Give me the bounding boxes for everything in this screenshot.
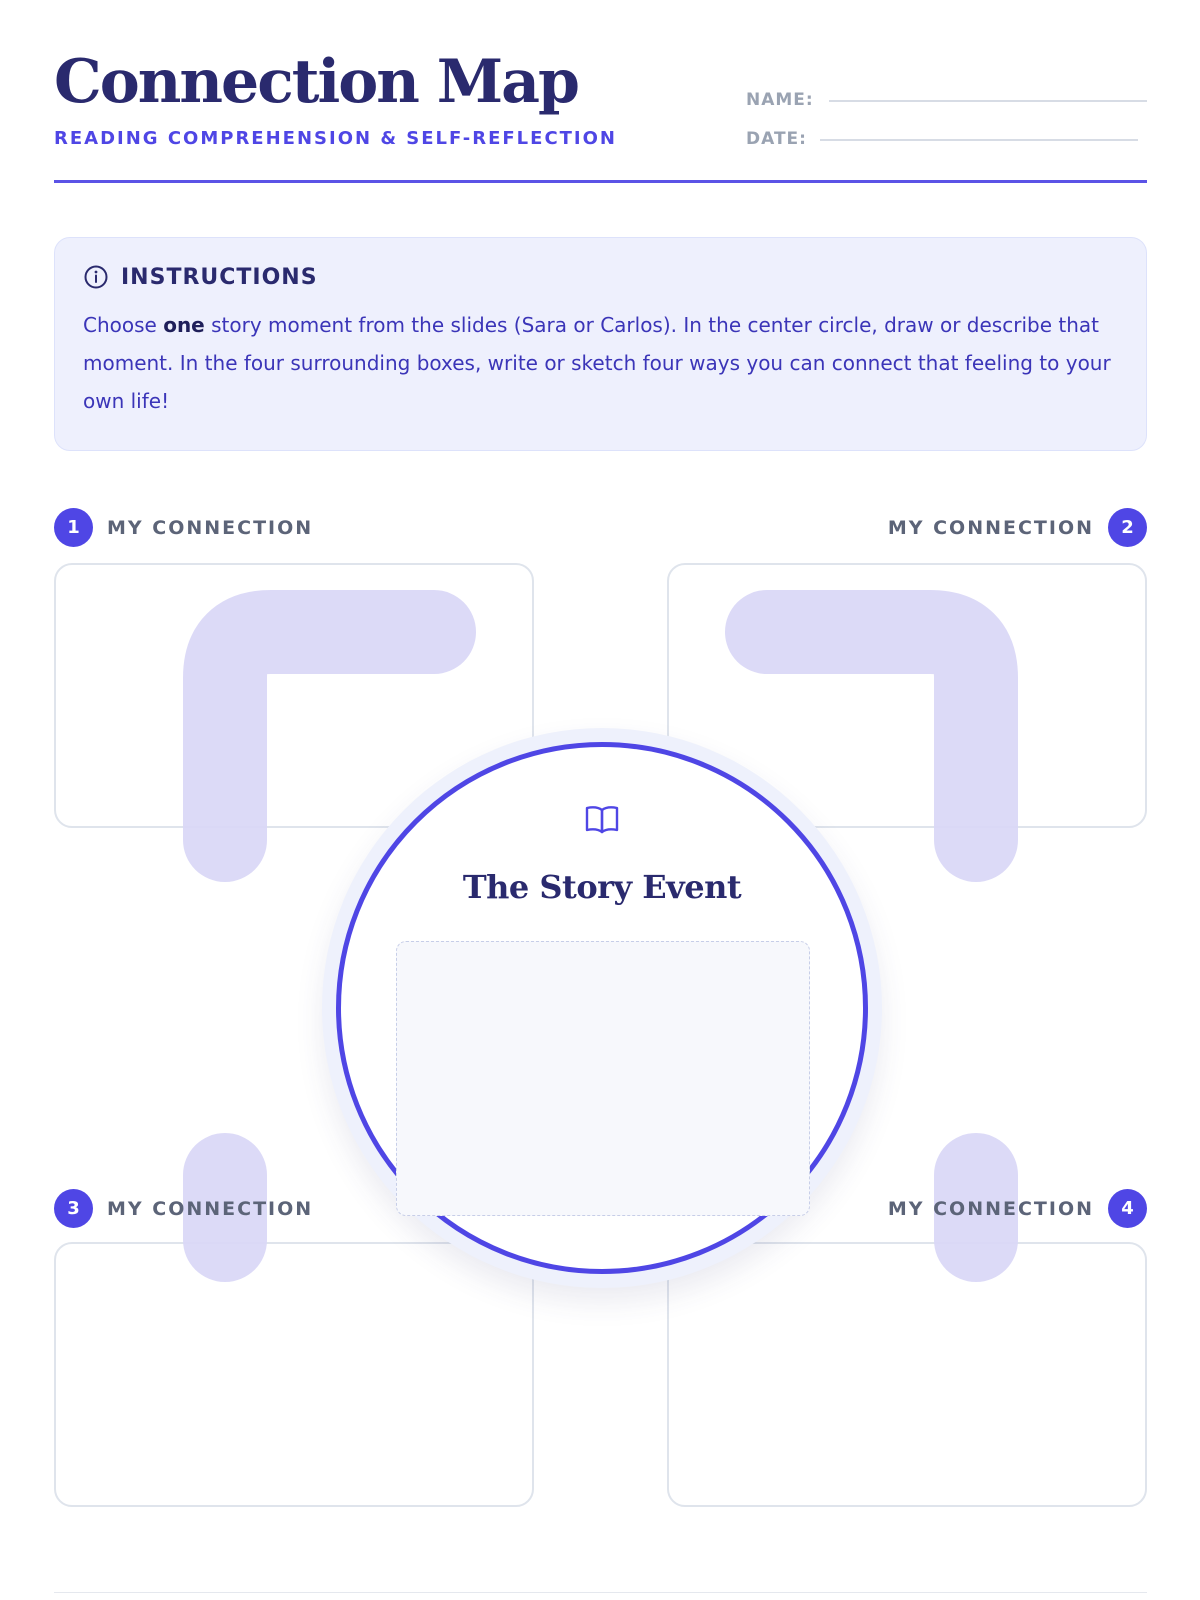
name-field[interactable] xyxy=(829,100,1147,102)
connection-label-text: MY CONNECTION xyxy=(107,1197,314,1220)
connection-label-text: MY CONNECTION xyxy=(107,516,314,539)
header-divider xyxy=(54,180,1147,183)
connector-arm-2 xyxy=(725,590,1018,882)
connection-box-4[interactable] xyxy=(667,1242,1147,1507)
instructions-text-start: Choose xyxy=(83,313,164,337)
number-badge: 1 xyxy=(54,508,93,547)
footer-divider xyxy=(54,1592,1147,1593)
connection-box-3[interactable] xyxy=(54,1242,534,1507)
connection-label-1: 1 MY CONNECTION xyxy=(54,508,313,547)
story-event-drawing-area[interactable] xyxy=(396,941,810,1216)
number-badge: 3 xyxy=(54,1189,93,1228)
open-book-icon xyxy=(585,806,619,834)
date-label: DATE: xyxy=(746,129,807,149)
center-title: The Story Event xyxy=(462,868,742,906)
number-badge: 4 xyxy=(1108,1189,1147,1228)
instructions-text-end: story moment from the slides (Sara or Ca… xyxy=(83,313,1111,413)
instructions-title: INSTRUCTIONS xyxy=(121,264,318,290)
page-subtitle: READING COMPREHENSION & SELF-REFLECTION xyxy=(54,128,617,149)
name-label: NAME: xyxy=(746,90,814,110)
connection-label-text: MY CONNECTION xyxy=(887,1197,1094,1220)
instructions-panel: INSTRUCTIONS Choose one story moment fro… xyxy=(54,237,1147,451)
number-badge: 2 xyxy=(1108,508,1147,547)
connection-label-2: MY CONNECTION 2 xyxy=(888,508,1147,547)
info-icon xyxy=(84,265,108,289)
instructions-text-emphasis: one xyxy=(163,313,205,337)
connector-arm-1 xyxy=(183,590,476,882)
connection-label-text: MY CONNECTION xyxy=(887,516,1094,539)
page-title: Connection Map xyxy=(54,47,580,117)
connection-label-4: MY CONNECTION 4 xyxy=(888,1189,1147,1228)
instructions-text: Choose one story moment from the slides … xyxy=(83,306,1118,420)
date-field[interactable] xyxy=(820,139,1138,141)
connection-label-3: 3 MY CONNECTION xyxy=(54,1189,313,1228)
